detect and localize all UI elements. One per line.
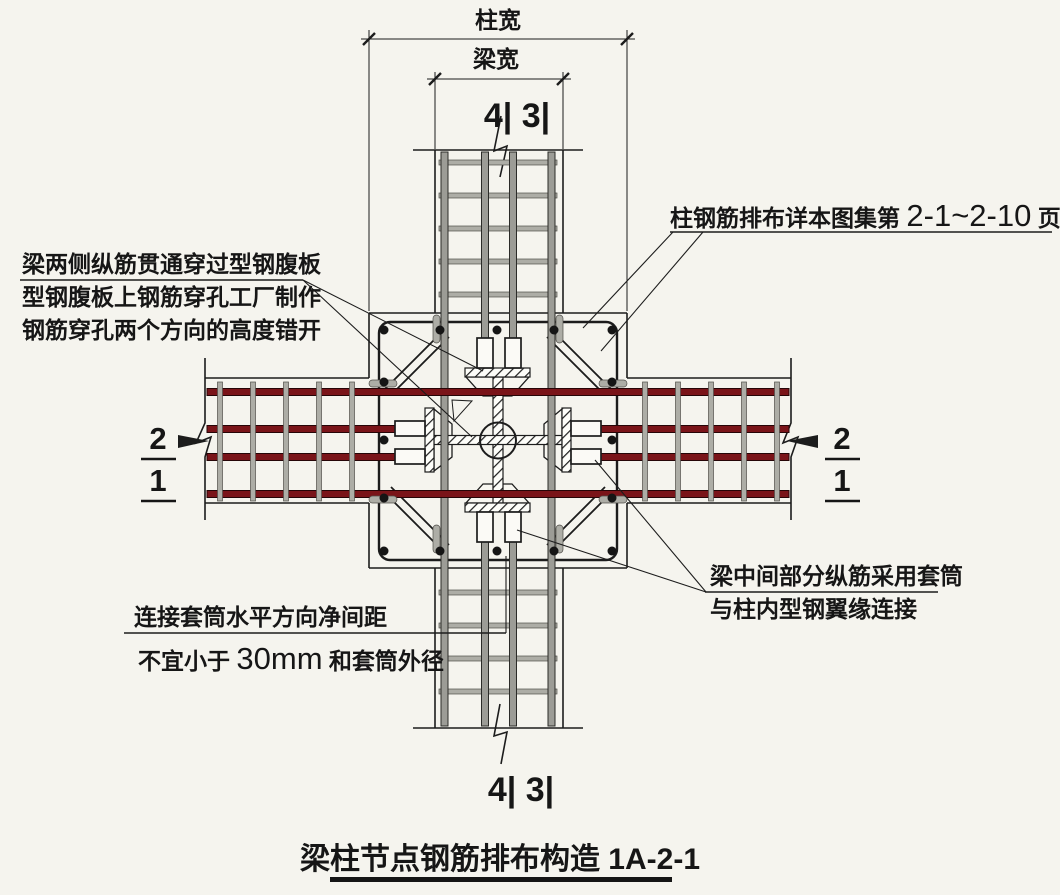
dimension-column-width: 柱宽 <box>361 7 635 311</box>
rebar <box>547 151 556 727</box>
annotation-line: 钢筋穿孔两个方向的高度错开 <box>22 317 321 343</box>
rebar-sleeved <box>598 425 790 433</box>
sleeve <box>504 337 522 369</box>
annotation-line: 梁中间部分纵筋采用套筒 <box>709 563 963 589</box>
annotation-text: 和套筒外径 <box>329 648 444 674</box>
sleeve <box>476 337 494 369</box>
section-mark-right: 2 1 <box>825 421 860 503</box>
break-line-bottom <box>413 703 583 765</box>
beam-width-label: 梁宽 <box>472 46 519 72</box>
column-stirrups <box>438 159 558 695</box>
coupler-sleeves <box>394 337 602 543</box>
section-arrow-right <box>787 435 818 448</box>
section-mark-bottom: 4| 3| <box>488 771 554 809</box>
section-arrow-left <box>178 435 209 448</box>
annotation-text: 不宜小于 <box>138 648 230 674</box>
sleeve <box>476 511 494 543</box>
annotation-line: 连接套筒水平方向净间距 <box>134 604 387 630</box>
annotation-text: 柱钢筋排布详本图集第 <box>670 205 900 231</box>
concrete-outlines <box>194 115 800 765</box>
annotation-text: 页 <box>1038 205 1060 231</box>
rebar <box>509 540 517 727</box>
column-bar-dots <box>379 325 617 556</box>
section-mark-left: 2 1 <box>141 421 176 503</box>
svg-text:不宜小于 30mm 和套筒外径: 不宜小于 30mm 和套筒外径 <box>138 641 444 676</box>
dimension-beam-width: 梁宽 <box>427 46 571 149</box>
annotation-left-block: 梁两侧纵筋贯通穿过型钢腹板 型钢腹板上钢筋穿孔工厂制作 钢筋穿孔两个方向的高度错… <box>21 251 322 343</box>
svg-text:1: 1 <box>149 463 166 498</box>
column-width-label: 柱宽 <box>475 7 521 33</box>
sleeve <box>570 448 602 465</box>
steel-rib-plate <box>451 399 474 423</box>
steel-flange-left <box>424 407 435 473</box>
rebar <box>509 151 517 341</box>
rebar-through <box>206 490 790 498</box>
annotation-measure: 30mm <box>236 641 322 676</box>
rebar-through <box>206 388 790 396</box>
annotation-bottom-right: 梁中间部分纵筋采用套筒 与柱内型钢翼缘连接 <box>709 563 963 622</box>
svg-text:柱钢筋排布详本图集第 2-1~2-10: 柱钢筋排布详本图集第 2-1~2-10 页 <box>670 198 1060 233</box>
svg-text:2: 2 <box>149 421 166 456</box>
svg-text:2: 2 <box>833 421 850 456</box>
rebar <box>481 151 489 341</box>
title-underline <box>330 877 672 882</box>
beam-longitudinal-bars <box>206 388 790 498</box>
steel-flange-top <box>464 367 531 378</box>
annotation-bottom-left: 连接套筒水平方向净间距 不宜小于 30mm 和套筒外径 <box>134 604 444 676</box>
svg-text:4| 3|: 4| 3| <box>484 97 550 135</box>
page-title: 梁柱节点钢筋排布构造 1A-2-1 <box>300 843 700 876</box>
annotation-line: 与柱内型钢翼缘连接 <box>710 596 917 622</box>
annotation-top-right: 柱钢筋排布详本图集第 2-1~2-10 页 <box>670 198 1060 233</box>
steel-web-horizontal <box>433 434 563 446</box>
sleeve <box>504 511 522 543</box>
rebar-sleeved <box>598 453 790 461</box>
steel-center-hole <box>479 421 517 460</box>
sleeve <box>570 420 602 437</box>
annotation-page-range: 2-1~2-10 <box>906 198 1031 233</box>
rebar-sleeved <box>206 453 400 461</box>
steel-flange-bottom <box>464 502 531 513</box>
stirrup-hook <box>555 524 564 554</box>
sleeve <box>394 420 426 437</box>
annotation-line: 梁两侧纵筋贯通穿过型钢腹板 <box>21 251 322 277</box>
svg-text:1: 1 <box>833 463 850 498</box>
drawing-title: 梁柱节点钢筋排布构造 1A-2-1 <box>300 843 700 882</box>
break-line-right <box>781 358 800 520</box>
rebar-sleeved <box>206 425 400 433</box>
annotation-line: 型钢腹板上钢筋穿孔工厂制作 <box>22 284 321 310</box>
steel-flange-right <box>561 407 572 473</box>
rebar <box>440 151 449 727</box>
leader-lines <box>20 231 1052 634</box>
svg-text:4| 3|: 4| 3| <box>488 771 554 809</box>
sleeve <box>394 448 426 465</box>
section-mark-top: 4| 3| <box>484 97 550 135</box>
